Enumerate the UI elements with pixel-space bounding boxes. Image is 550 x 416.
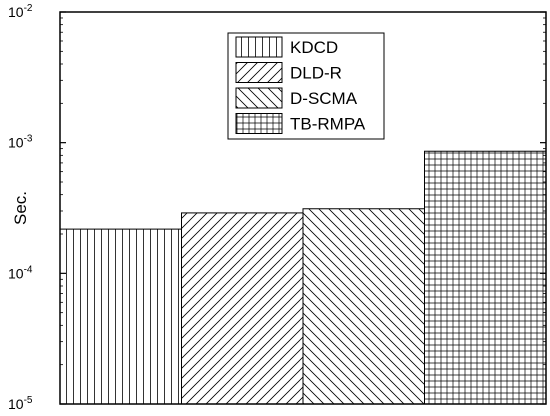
legend-swatch: [235, 62, 283, 83]
plot-frame: [59, 11, 547, 405]
bar-kdcd: [59, 228, 182, 405]
y-tick-label: 10-2: [8, 3, 33, 20]
y-tick-label: 10-5: [8, 395, 33, 412]
legend-swatch: [235, 113, 283, 134]
y-axis: 10-5 10-4 10-3 10-2: [8, 3, 546, 412]
legend-label: TB-RMPA: [290, 115, 366, 134]
legend-swatch: [235, 87, 283, 109]
legend-label: DLD-R: [290, 64, 342, 83]
bar-d-scma: [302, 208, 425, 405]
bar-tb-rmpa: [424, 150, 547, 405]
legend: KDCD DLD-R D-SCMA TB-RMPA: [227, 32, 385, 140]
legend-label: D-SCMA: [290, 89, 358, 108]
legend-label: KDCD: [290, 38, 338, 57]
y-tick-label: 10-3: [8, 134, 33, 151]
bars-layer: [59, 150, 547, 405]
y-tick-label: 10-4: [8, 264, 33, 281]
bar-dld-r: [181, 212, 304, 405]
legend-swatch: [235, 36, 283, 58]
y-axis-label: Sec.: [11, 191, 30, 225]
